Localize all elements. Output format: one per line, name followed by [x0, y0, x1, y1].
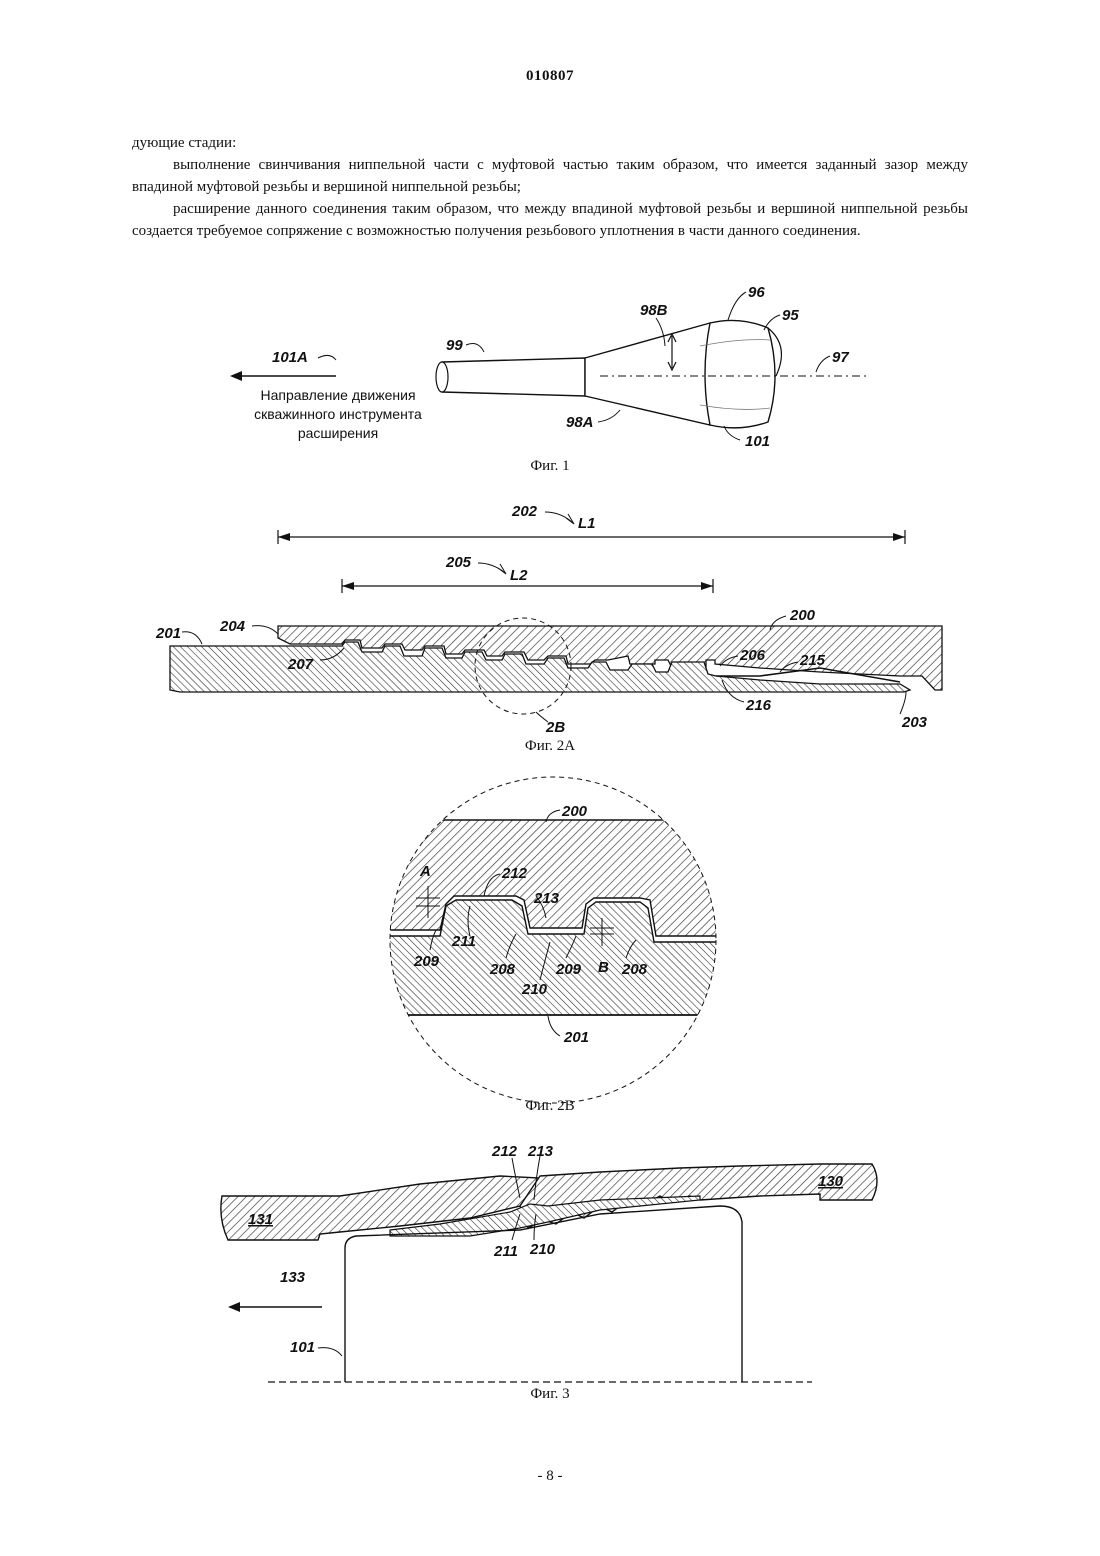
fig2b-label-210: 210	[521, 981, 548, 998]
fig3-label-133: 133	[280, 1269, 306, 1286]
fig3-label-130: 130	[818, 1173, 844, 1190]
fig2a-label-207: 207	[287, 656, 314, 673]
fig2a-label-216: 216	[745, 697, 772, 714]
fig2b-label-208-left: 208	[489, 961, 516, 978]
fig1-label-99: 99	[446, 337, 463, 354]
fig2a-label-l2: L2	[510, 567, 528, 584]
fig3-label-212: 212	[491, 1143, 518, 1160]
fig2a-label-200: 200	[789, 607, 816, 624]
fig2a-label-203: 203	[901, 714, 928, 731]
fig2b-label-201: 201	[563, 1029, 589, 1046]
fig1-label-101a: 101A	[272, 349, 308, 366]
fig2a-drawing: 202 L1 205 L2 201 204 200 207 206 215 21…	[155, 503, 942, 736]
fig3-drawing: 212 213 130 131 211 210 133 101	[221, 1143, 877, 1382]
fig2a-label-206: 206	[739, 647, 766, 664]
fig2a-label-215: 215	[799, 652, 826, 669]
fig1-caption: Фиг. 1	[450, 458, 650, 475]
fig3-label-131: 131	[248, 1211, 273, 1228]
page-number: - 8 -	[0, 1468, 1100, 1485]
fig1-label-95: 95	[782, 307, 799, 324]
fig1-label-97: 97	[832, 349, 849, 366]
fig2a-label-204: 204	[219, 618, 246, 635]
fig1-label-101: 101	[745, 433, 770, 450]
fig1-label-98b: 98B	[640, 302, 668, 319]
fig2b-label-213: 213	[533, 890, 560, 907]
fig2a-label-201: 201	[155, 625, 181, 642]
fig1-direction-line1: Направление движения	[260, 387, 415, 403]
fig1-direction-line3: расширения	[298, 425, 378, 441]
fig1-label-96: 96	[748, 284, 765, 301]
fig3-caption: Фиг. 3	[450, 1386, 650, 1403]
fig2b-label-a: A	[419, 863, 431, 880]
fig2b-drawing: 200 A 212 213 211 209 208 209 B 208 210 …	[380, 777, 730, 1103]
fig3-label-101: 101	[290, 1339, 315, 1356]
fig3-label-211: 211	[493, 1243, 518, 1260]
fig2b-label-b: B	[598, 959, 609, 976]
fig2a-label-2b: 2B	[545, 719, 565, 736]
fig2a-caption: Фиг. 2А	[450, 738, 650, 755]
fig2b-label-209-right: 209	[555, 961, 582, 978]
fig2a-label-202: 202	[511, 503, 538, 520]
fig2b-label-209-left: 209	[413, 953, 440, 970]
fig2b-label-212: 212	[501, 865, 528, 882]
fig3-label-213: 213	[527, 1143, 554, 1160]
fig1-direction-line2: скважинного инструмента	[254, 406, 422, 422]
fig1-label-98a: 98A	[566, 414, 594, 431]
fig2b-label-208-right: 208	[621, 961, 648, 978]
fig2a-label-l1: L1	[578, 515, 596, 532]
fig2a-label-205: 205	[445, 554, 472, 571]
fig3-label-210: 210	[529, 1241, 556, 1258]
fig1-drawing: 101A 99 98B 96 95 97 98A 101 Направление…	[230, 284, 870, 450]
fig2b-label-200: 200	[561, 803, 588, 820]
fig2b-caption: Фиг. 2В	[450, 1098, 650, 1115]
fig2b-label-211: 211	[451, 933, 476, 950]
